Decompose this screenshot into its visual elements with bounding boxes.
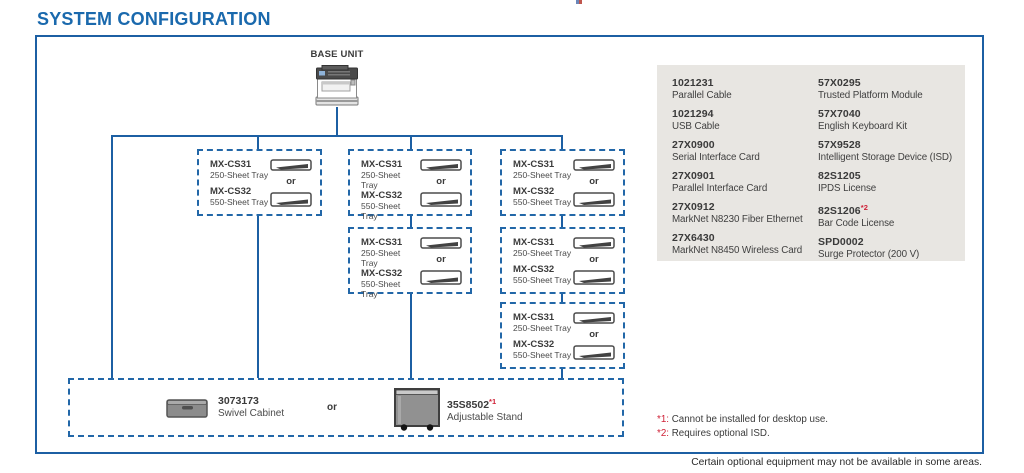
footnotes: *1: Cannot be installed for desktop use.… (657, 413, 828, 440)
connector (111, 135, 113, 378)
footnote-2: *2: Requires optional ISD. (657, 427, 770, 439)
swivel-cabinet-label: 3073173 Swivel Cabinet (218, 395, 285, 419)
tray-550-icon (573, 192, 615, 207)
connector (561, 214, 563, 227)
part-item: 27X0912 MarkNet N8230 Fiber Ethernet (672, 201, 803, 225)
part-item: 57X0295 Trusted Platform Module (818, 77, 923, 101)
connector (257, 215, 259, 378)
tray-option-550: MX-CS32 550-Sheet Tray (361, 268, 403, 299)
tray-option-box: MX-CS31 250-Sheet Tray MX-CS32 550-Sheet… (500, 227, 625, 294)
connector (561, 365, 563, 378)
part-item: 82S1205 IPDS License (818, 170, 877, 194)
part-item: 1021231 Parallel Cable (672, 77, 732, 101)
tray-option-250: MX-CS31 250-Sheet Tray (513, 312, 572, 333)
connector (111, 135, 563, 137)
or-label: or (436, 253, 446, 265)
part-item: 1021294 USB Cable (672, 108, 720, 132)
or-label: or (436, 175, 446, 187)
tray-option-550: MX-CS32 550-Sheet Tray (513, 186, 572, 207)
tray-250-icon (270, 159, 312, 171)
connector (336, 107, 338, 136)
tray-option-550: MX-CS32 550-Sheet Tray (513, 339, 572, 360)
part-item: 27X0901 Parallel Interface Card (672, 170, 768, 194)
tray-option-250: MX-CS31 250-Sheet Tray (210, 159, 269, 180)
connector (410, 135, 412, 150)
adjustable-stand-label: 35S8502*1 Adjustable Stand (447, 397, 523, 423)
tray-option-box: MX-CS31 250-Sheet Tray MX-CS32 550-Sheet… (500, 149, 625, 216)
part-item: 57X7040 English Keyboard Kit (818, 108, 907, 132)
tray-250-icon (420, 159, 462, 171)
footnote-marker: *2 (860, 203, 869, 212)
or-label: or (589, 328, 599, 340)
tray-option-550: MX-CS32 550-Sheet Tray (210, 186, 269, 207)
tray-250-icon (573, 312, 615, 324)
footnote-marker: *1 (489, 397, 497, 406)
tray-option-250: MX-CS31 250-Sheet Tray (513, 237, 572, 258)
tray-250-icon (573, 159, 615, 171)
connector (561, 289, 563, 302)
connector (561, 135, 563, 150)
tray-option-250: MX-CS31 250-Sheet Tray (513, 159, 572, 180)
or-label: or (589, 253, 599, 265)
part-item: 57X9528 Intelligent Storage Device (ISD) (818, 139, 953, 163)
swivel-cabinet-icon (166, 399, 208, 418)
options-panel: 1021231 Parallel Cable 1021294 USB Cable… (657, 65, 965, 261)
tray-250-icon (420, 237, 462, 249)
tray-550-icon (573, 270, 615, 285)
part-item: 82S1206*2 Bar Code License (818, 203, 895, 229)
options-column-right: 57X0295 Trusted Platform Module 57X7040 … (818, 77, 952, 267)
tray-550-icon (573, 345, 615, 360)
part-item: 27X0900 Serial Interface Card (672, 139, 760, 163)
adjustable-stand-icon (394, 388, 440, 431)
tray-option-box: MX-CS31 250-Sheet Tray MX-CS32 550-Sheet… (197, 149, 322, 216)
page-title: SYSTEM CONFIGURATION (37, 9, 271, 29)
tray-option-box: MX-CS31 250-Sheet Tray MX-CS32 550-Sheet… (500, 302, 625, 369)
footnote-1: *1: Cannot be installed for desktop use. (657, 414, 829, 425)
tray-option-250: MX-CS31 250-Sheet Tray (361, 237, 403, 268)
tray-option-550: MX-CS32 550-Sheet Tray (361, 190, 403, 221)
or-label: or (286, 175, 296, 187)
tray-option-box: MX-CS31 250-Sheet Tray MX-CS32 550-Sheet… (348, 227, 472, 299)
tray-250-icon (573, 237, 615, 249)
base-unit-label: BASE UNIT (310, 49, 364, 60)
printer-icon (315, 65, 359, 106)
tray-option-550: MX-CS32 550-Sheet Tray (513, 264, 572, 285)
stand-option-box: 3073173 Swivel Cabinet or 35S8502*1 Adju… (68, 378, 624, 437)
availability-note: Certain optional equipment may not be av… (691, 457, 982, 468)
tray-option-250: MX-CS31 250-Sheet Tray (361, 159, 403, 190)
tray-550-icon (270, 192, 312, 207)
part-item: SPD0002 Surge Protector (200 V) (818, 236, 920, 260)
or-label: or (589, 175, 599, 187)
part-item: 27X6430 MarkNet N8450 Wireless Card (672, 232, 803, 256)
tray-550-icon (420, 270, 462, 285)
options-column-left: 1021231 Parallel Cable 1021294 USB Cable… (672, 77, 803, 263)
connector (410, 290, 412, 378)
or-label: or (327, 402, 337, 413)
connector (410, 214, 412, 227)
tray-option-box: MX-CS31 250-Sheet Tray MX-CS32 550-Sheet… (348, 149, 472, 221)
connector (257, 135, 259, 150)
tray-550-icon (420, 192, 462, 207)
top-edge-artifact (576, 0, 582, 4)
